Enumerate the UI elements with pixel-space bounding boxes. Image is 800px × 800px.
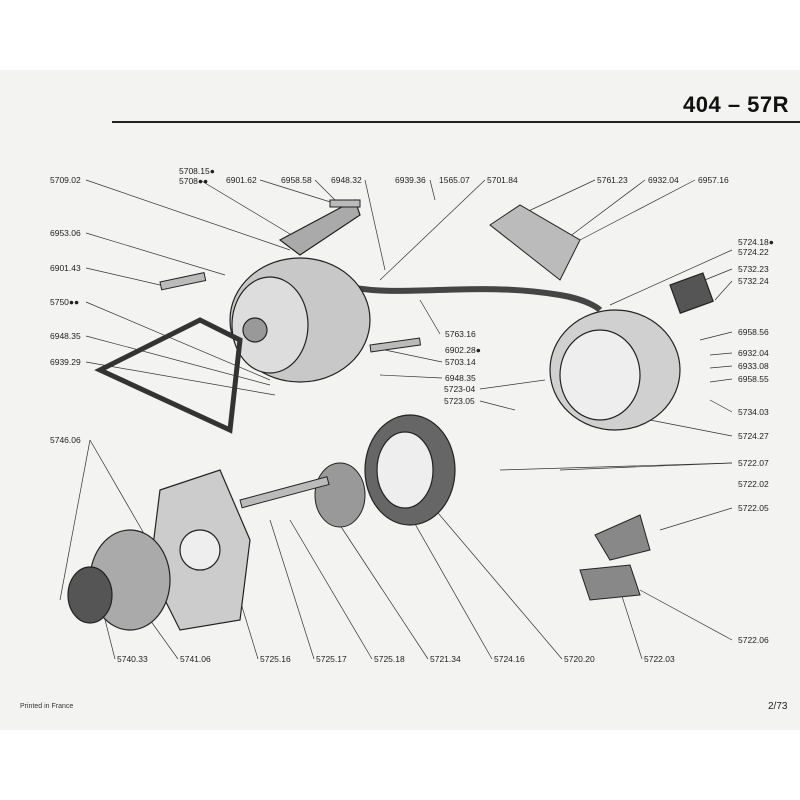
part-label: 6958.56 — [738, 327, 769, 337]
part-label: 5723-04 — [444, 384, 476, 394]
part-label: 6948.35 — [445, 373, 476, 383]
part-label: 5703.14 — [445, 357, 476, 367]
alternator-body — [229, 199, 371, 383]
part-label: 5721.34 — [430, 654, 461, 664]
part-label: 5722.02 — [738, 479, 769, 489]
part-label: 5725.16 — [260, 654, 291, 664]
stator — [364, 414, 456, 526]
part-label: 6939.29 — [50, 357, 81, 367]
rectifier — [579, 514, 651, 601]
regulator — [489, 204, 581, 281]
part-label: 6933.08 — [738, 361, 769, 371]
page-title: 404 – 57R — [683, 92, 790, 117]
part-label: 5763.16 — [445, 329, 476, 339]
part-label: 5761.23 — [597, 175, 628, 185]
part-label: 5708.15● — [179, 166, 215, 176]
part-label: 6958.58 — [281, 175, 312, 185]
part-label: 5722.06 — [738, 635, 769, 645]
part-label: 5701.84 — [487, 175, 518, 185]
part-label: 5724.18● — [738, 237, 774, 247]
part-label: 5734.03 — [738, 407, 769, 417]
part-label: 6953.06 — [50, 228, 81, 238]
part-label: 6901.62 — [226, 175, 257, 185]
part-label: 6901.43 — [50, 263, 81, 273]
part-label: 6958.55 — [738, 374, 769, 384]
part-label: 5709.02 — [50, 175, 81, 185]
part-label: 6957.16 — [698, 175, 729, 185]
part-label: 5722.07 — [738, 458, 769, 468]
part-label: 5732.24 — [738, 276, 769, 286]
part-label: 5750●● — [50, 297, 80, 307]
part-label: 5723.05 — [444, 396, 475, 406]
part-label: 6948.35 — [50, 331, 81, 341]
part-label: 5720.20 — [564, 654, 595, 664]
page-number: 2/73 — [768, 701, 788, 712]
leader-lines — [59, 179, 733, 660]
part-label: 6932.04 — [738, 348, 769, 358]
header-rule — [112, 121, 800, 123]
bolts — [159, 199, 422, 353]
part-label: 6932.04 — [648, 175, 679, 185]
rotor — [239, 462, 366, 528]
part-label: 5724.22 — [738, 247, 769, 257]
part-label: 5708●● — [179, 176, 209, 186]
part-label: 6939.36 — [395, 175, 426, 185]
part-label: 5724.16 — [494, 654, 525, 664]
part-label: 5724.27 — [738, 431, 769, 441]
drive-belt — [94, 317, 243, 434]
part-label: 5725.17 — [316, 654, 347, 664]
rear-housing — [549, 272, 714, 431]
pulley — [67, 529, 171, 631]
printed-note: Printed in France — [20, 703, 74, 710]
part-label: 5740.33 — [117, 654, 148, 664]
part-label: 1565.07 — [439, 175, 470, 185]
part-label: 6902.28● — [445, 345, 481, 355]
part-label: 5722.03 — [644, 654, 675, 664]
part-label: 5741.06 — [180, 654, 211, 664]
cable — [339, 282, 603, 313]
part-label: 5732.23 — [738, 264, 769, 274]
front-housing — [149, 469, 251, 631]
part-label: 5722.05 — [738, 503, 769, 513]
part-label: 5725.18 — [374, 654, 405, 664]
part-label: 5746.06 — [50, 435, 81, 445]
part-label: 6948.32 — [331, 175, 362, 185]
